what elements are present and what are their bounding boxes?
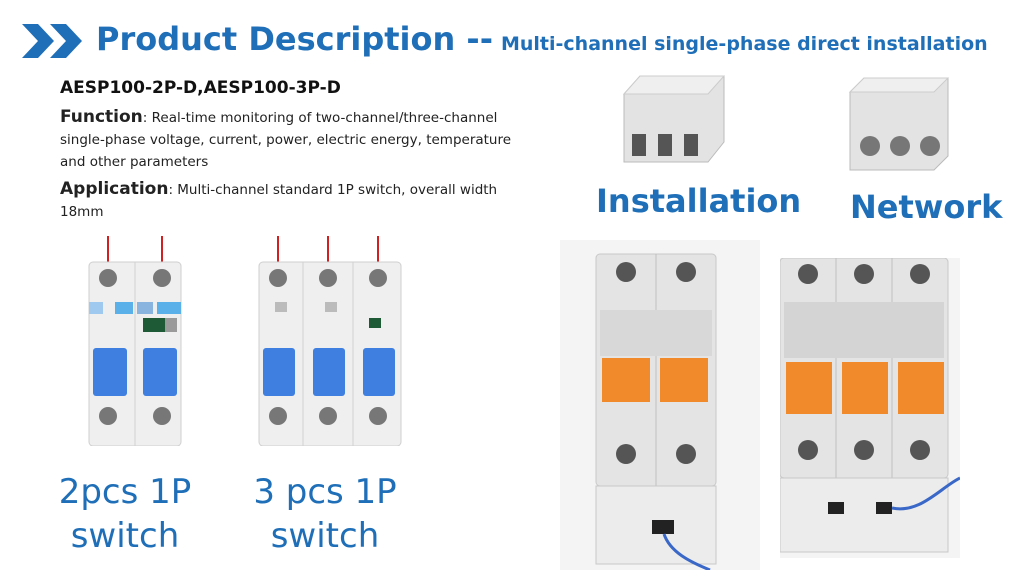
page-title: Product Description -- Multi-channel sing… [96, 20, 988, 58]
installation-module-image [622, 75, 726, 163]
title-subtitle: Multi-channel single-phase direct instal… [500, 33, 988, 55]
installed-3p-photo [780, 258, 960, 558]
function-text: : Real-time monitoring of two-channel/th… [60, 110, 512, 170]
application-text: : Multi-channel standard 1P switch, over… [60, 182, 498, 220]
application-paragraph: Application: Multi-channel standard 1P s… [60, 178, 530, 223]
three-pcs-caption: 3 pcs 1P switch [253, 472, 397, 556]
installation-label: Installation [596, 182, 802, 220]
model-number: AESP100-2P-D,AESP100-3P-D [60, 78, 341, 98]
title-text: Product Description -- [96, 20, 493, 58]
three-breaker-image [258, 236, 402, 446]
application-label: Application [60, 179, 169, 199]
network-label: Network [850, 188, 1003, 226]
function-paragraph: Function: Real-time monitoring of two-ch… [60, 106, 530, 173]
chevron-double-icon [22, 24, 82, 58]
function-label: Function [60, 107, 143, 127]
installed-2p-photo [560, 240, 760, 570]
network-module-image [848, 77, 950, 171]
two-pcs-caption: 2pcs 1P switch [58, 472, 192, 556]
two-breaker-image [88, 236, 182, 446]
